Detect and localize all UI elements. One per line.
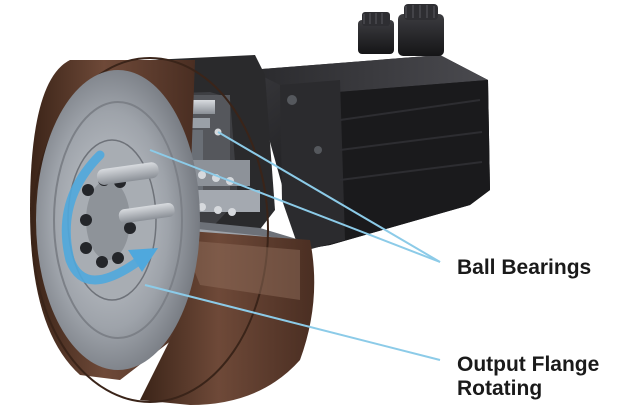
screw-icon [287, 95, 297, 105]
output-flange-label-line1: Output Flange [457, 353, 600, 376]
output-flange-label-line2: Rotating [457, 377, 543, 400]
motor-housing [250, 55, 490, 252]
callout-line-bearing-1 [149, 149, 441, 263]
cable-glands [358, 4, 444, 56]
callout-line-flange [144, 284, 441, 361]
output-flange-label: Output Flange Rotating [457, 353, 599, 401]
screw-icon [314, 146, 322, 154]
callout-line-bearing-2 [217, 131, 441, 263]
callout-lines [144, 131, 441, 361]
curved-arrow-icon [61, 150, 158, 285]
output-flange [36, 70, 200, 370]
ball-bearings-label: Ball Bearings [457, 256, 592, 279]
